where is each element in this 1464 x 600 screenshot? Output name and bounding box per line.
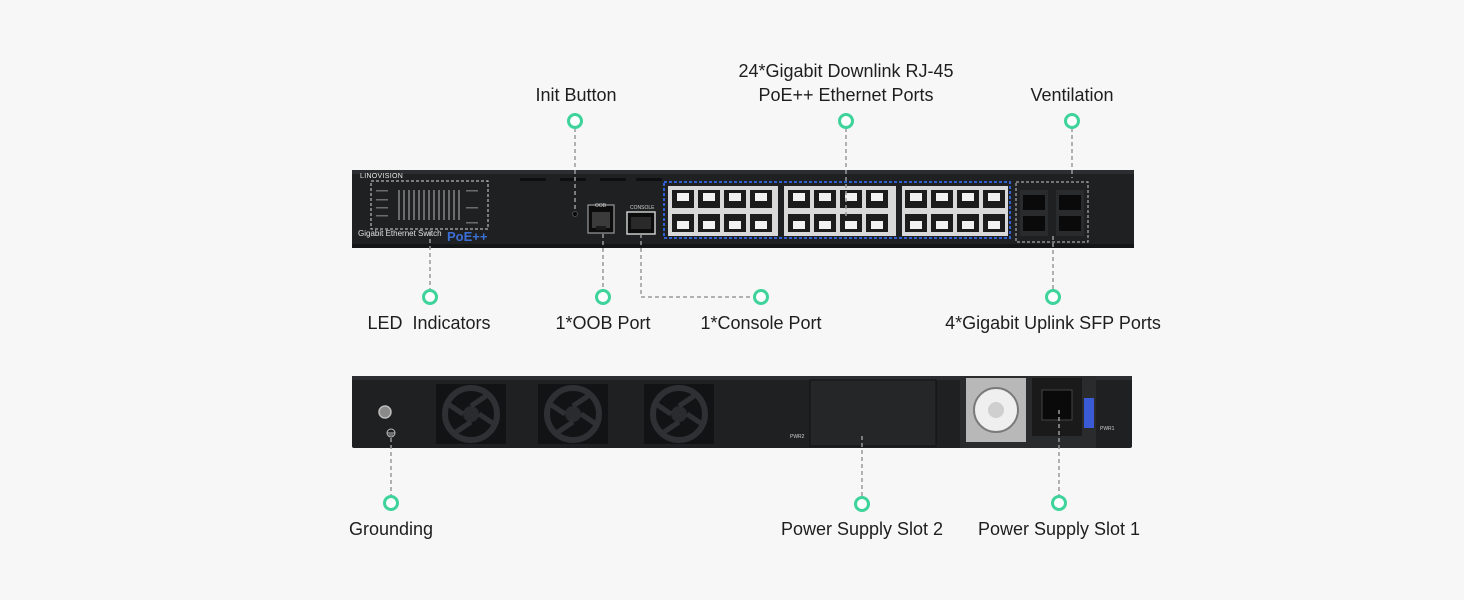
pwr2-tag: PWR2 bbox=[790, 434, 805, 440]
callout-dot-sfp-ports bbox=[1045, 289, 1061, 305]
callout-dot-ventilation bbox=[1064, 113, 1080, 129]
callout-dot-psu-slot-2 bbox=[854, 496, 870, 512]
fan-3 bbox=[644, 384, 714, 444]
console-port bbox=[626, 211, 656, 235]
poe-badge: PoE++ bbox=[447, 229, 488, 244]
label-grounding: Grounding bbox=[348, 519, 434, 539]
callout-dot-psu-slot-1 bbox=[1051, 495, 1067, 511]
console-tag: CONSOLE bbox=[630, 205, 655, 211]
callout-dot-oob-port bbox=[595, 289, 611, 305]
psu-slot-1-module bbox=[960, 376, 1096, 448]
label-downlink-line1: 24*Gigabit Downlink RJ-45 bbox=[738, 61, 954, 81]
front-panel bbox=[352, 170, 1134, 248]
callout-dot-downlink-ports bbox=[838, 113, 854, 129]
callout-dot-console-port bbox=[753, 289, 769, 305]
brand-logo: LINOVISION bbox=[360, 173, 404, 180]
callout-dot-grounding bbox=[383, 495, 399, 511]
callout-dot-led-indicators bbox=[422, 289, 438, 305]
oob-tag: OOB bbox=[595, 203, 607, 209]
label-led-indicators: LED Indicators bbox=[367, 313, 491, 333]
leader-lines bbox=[390, 128, 1073, 498]
pwr1-tag: PWR1 bbox=[1100, 426, 1115, 432]
oob-port bbox=[587, 204, 615, 234]
callout-dot-init-button bbox=[567, 113, 583, 129]
label-oob-port: 1*OOB Port bbox=[555, 313, 651, 333]
label-sfp-ports: 4*Gigabit Uplink SFP Ports bbox=[945, 313, 1161, 333]
fan-1 bbox=[436, 384, 506, 444]
led-indicator-grid bbox=[376, 190, 478, 224]
sfp-port-block bbox=[1015, 181, 1089, 243]
psu-slot-2-cover bbox=[809, 379, 937, 447]
grounding-screw bbox=[378, 405, 392, 419]
led-indicator-group bbox=[370, 180, 489, 230]
fan-2 bbox=[538, 384, 608, 444]
front-vent-slots bbox=[520, 178, 662, 181]
product-name: Gigabit Ethernet Switch bbox=[358, 229, 442, 238]
rear-panel bbox=[352, 376, 1132, 448]
ground-symbol bbox=[386, 428, 396, 438]
label-init-button: Init Button bbox=[535, 85, 617, 105]
rj45-port-block bbox=[663, 181, 1011, 239]
label-console-port: 1*Console Port bbox=[700, 313, 822, 333]
init-button-hole bbox=[572, 211, 578, 217]
label-psu-slot-2: Power Supply Slot 2 bbox=[780, 519, 944, 539]
label-psu-slot-1: Power Supply Slot 1 bbox=[977, 519, 1141, 539]
rj45-ports bbox=[668, 186, 1008, 236]
sfp-ports bbox=[1020, 190, 1084, 236]
label-downlink-line2: PoE++ Ethernet Ports bbox=[758, 85, 934, 105]
label-ventilation: Ventilation bbox=[1030, 85, 1114, 105]
